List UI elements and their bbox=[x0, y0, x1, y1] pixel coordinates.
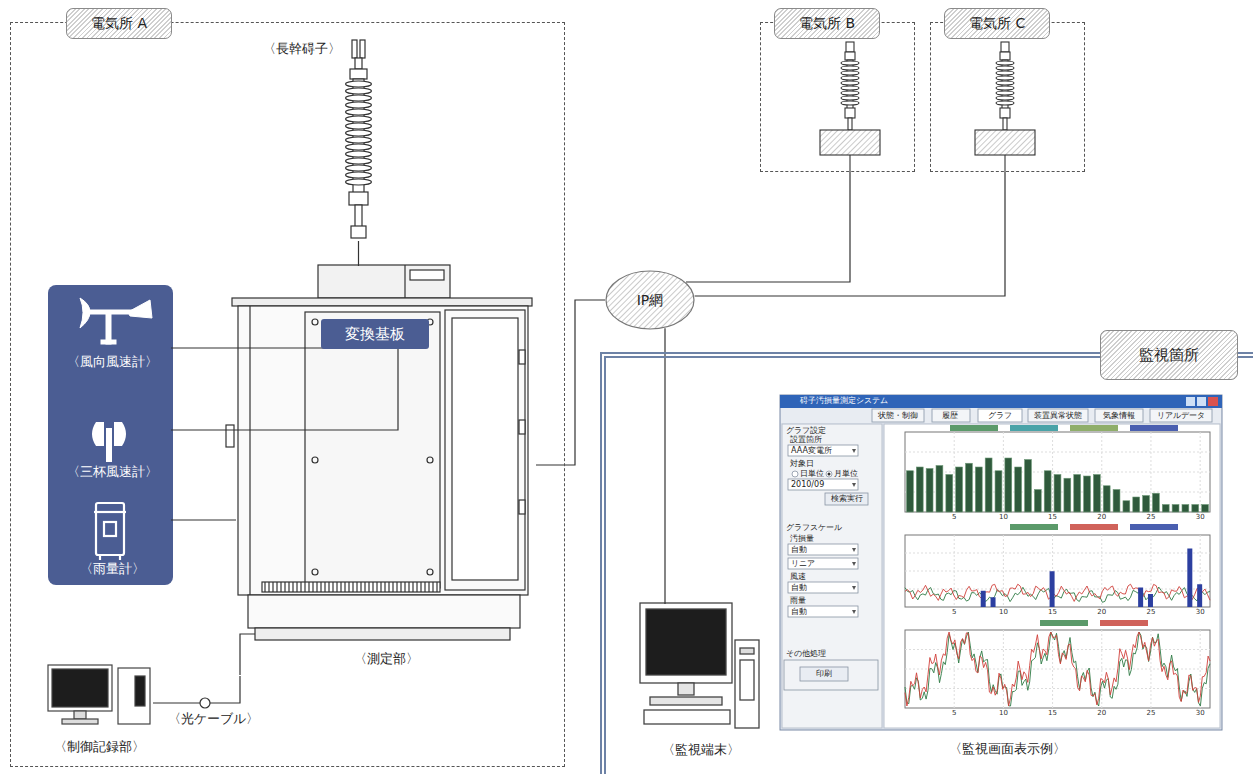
converter-board: 変換基板 bbox=[321, 319, 429, 349]
insulator: 〈長幹碍子〉 bbox=[263, 37, 391, 241]
node-label: 〈測定部〉 bbox=[354, 651, 419, 667]
axis-tick: 30 bbox=[1196, 710, 1205, 717]
axis-tick: 15 bbox=[1048, 710, 1057, 717]
node-label: 〈長幹碍子〉 bbox=[263, 41, 341, 57]
rain-gauge-icon bbox=[94, 503, 126, 560]
node-label: 〈雨量計〉 bbox=[80, 561, 145, 577]
screen-text: 状態・制御 bbox=[878, 412, 918, 420]
measurement-unit: 〈測定部〉 変換基板 bbox=[236, 266, 536, 676]
insulator-drawing bbox=[346, 40, 372, 238]
connector-line bbox=[171, 519, 236, 520]
measurement-unit-drawing bbox=[226, 265, 532, 640]
screen-text: 自動 bbox=[791, 546, 807, 554]
axis-tick: 10 bbox=[999, 514, 1008, 521]
screen-text: 設置箇所 bbox=[790, 436, 822, 444]
node-label: 変換基板 bbox=[345, 325, 405, 343]
connector-line bbox=[153, 676, 240, 703]
screen-text: グラフ bbox=[988, 412, 1012, 420]
region-tag: 電気所 C bbox=[944, 8, 1050, 39]
sensor-panel bbox=[48, 285, 173, 585]
region-tag: 電気所 A bbox=[66, 8, 172, 39]
connector-line bbox=[171, 349, 398, 430]
substation-region: 電気所 B bbox=[760, 22, 915, 172]
cup-anemometer-icon bbox=[92, 422, 126, 462]
axis-tick: 5 bbox=[952, 710, 956, 717]
wind-vane: 〈風向風速計〉 bbox=[53, 293, 171, 373]
screen-example bbox=[780, 395, 1222, 730]
node-label: IP網 bbox=[637, 292, 664, 309]
connector-line bbox=[686, 172, 850, 282]
screen-text: 対象日 bbox=[790, 460, 814, 468]
region-tag: 監視箇所 bbox=[1100, 330, 1238, 380]
axis-tick: 30 bbox=[1196, 514, 1205, 521]
axis-tick: 5 bbox=[952, 609, 956, 616]
screen-text: 汚損量 bbox=[790, 535, 814, 543]
axis-tick: 25 bbox=[1147, 710, 1156, 717]
screen-text: 履歴 bbox=[942, 412, 958, 420]
screen-text: グラフ設定 bbox=[786, 427, 826, 435]
screen-text: 碍子汚損量測定システム bbox=[800, 397, 888, 405]
control-recorder: 〈制御記録部〉 bbox=[46, 661, 153, 758]
axis-tick: 5 bbox=[952, 514, 956, 521]
monitor-terminal: 〈監視端末〉 bbox=[636, 604, 766, 762]
axis-tick: 10 bbox=[999, 609, 1008, 616]
node-label: 〈三杯風速計〉 bbox=[67, 464, 158, 480]
connector-line bbox=[695, 172, 1005, 296]
insulator-drawing bbox=[820, 42, 880, 172]
connector-line bbox=[536, 300, 605, 465]
axis-tick: 20 bbox=[1097, 710, 1106, 717]
axis-tick: 25 bbox=[1147, 514, 1156, 521]
node-label: 〈監視画面表示例〉 bbox=[949, 741, 1066, 757]
rain-gauge: 〈雨量計〉 bbox=[53, 497, 171, 581]
wind-vane-icon bbox=[80, 298, 152, 344]
axis-tick: 20 bbox=[1097, 609, 1106, 616]
screen-text: その他処理 bbox=[786, 650, 826, 658]
screen-text: リニア bbox=[791, 560, 815, 568]
screen-text: 気象情報 bbox=[1103, 412, 1135, 420]
axis-tick: 25 bbox=[1147, 609, 1156, 616]
axis-tick: 15 bbox=[1048, 514, 1057, 521]
substation-region: 電気所 A〈長幹碍子〉〈測定部〉変換基板〈風向風速計〉〈三杯風速計〉〈雨量計〉〈… bbox=[10, 22, 565, 767]
part-label: 〈光ケーブル〉 bbox=[168, 711, 259, 727]
control-computer-icon bbox=[48, 665, 150, 724]
screen-text: 自動 bbox=[791, 584, 807, 592]
axis-tick: 10 bbox=[999, 710, 1008, 717]
insulator-drawing bbox=[975, 42, 1035, 172]
screen-text: 2010/09 bbox=[791, 481, 824, 489]
cable-joint bbox=[200, 698, 210, 708]
screen-text: 日単位 bbox=[800, 470, 824, 478]
monitor-terminal-icon bbox=[640, 603, 759, 728]
ip-network: IP網 bbox=[605, 270, 695, 330]
screen-text: 雨量 bbox=[790, 597, 806, 605]
axis-tick: 15 bbox=[1048, 609, 1057, 616]
screen-text: グラフスケール bbox=[786, 524, 842, 532]
axis-tick: 30 bbox=[1196, 609, 1205, 616]
screen-text: 月単位 bbox=[834, 470, 858, 478]
node-label: 〈制御記録部〉 bbox=[54, 739, 145, 755]
substation-region: 電気所 C bbox=[930, 22, 1085, 172]
screen-text: 風速 bbox=[790, 573, 806, 581]
region-tag: 電気所 B bbox=[774, 8, 880, 39]
screen-text: AAA変電所 bbox=[791, 447, 832, 455]
axis-tick: 20 bbox=[1097, 514, 1106, 521]
screen-text: リアルデータ bbox=[1157, 412, 1205, 420]
connector-line bbox=[358, 241, 359, 266]
connector-line bbox=[664, 328, 665, 604]
wire-stub bbox=[240, 634, 255, 675]
screen-text: 装置異常状態 bbox=[1034, 412, 1082, 420]
screen-text: 自動 bbox=[791, 608, 807, 616]
screen-text: 印刷 bbox=[816, 670, 832, 678]
node-label: 〈監視端末〉 bbox=[662, 742, 740, 758]
node-label: 〈風向風速計〉 bbox=[67, 354, 158, 370]
screen-text: 検索実行 bbox=[831, 495, 863, 503]
cup-anemometer: 〈三杯風速計〉 bbox=[53, 406, 171, 484]
screen-example-box: 〈監視画面表示例〉 bbox=[786, 401, 1228, 756]
